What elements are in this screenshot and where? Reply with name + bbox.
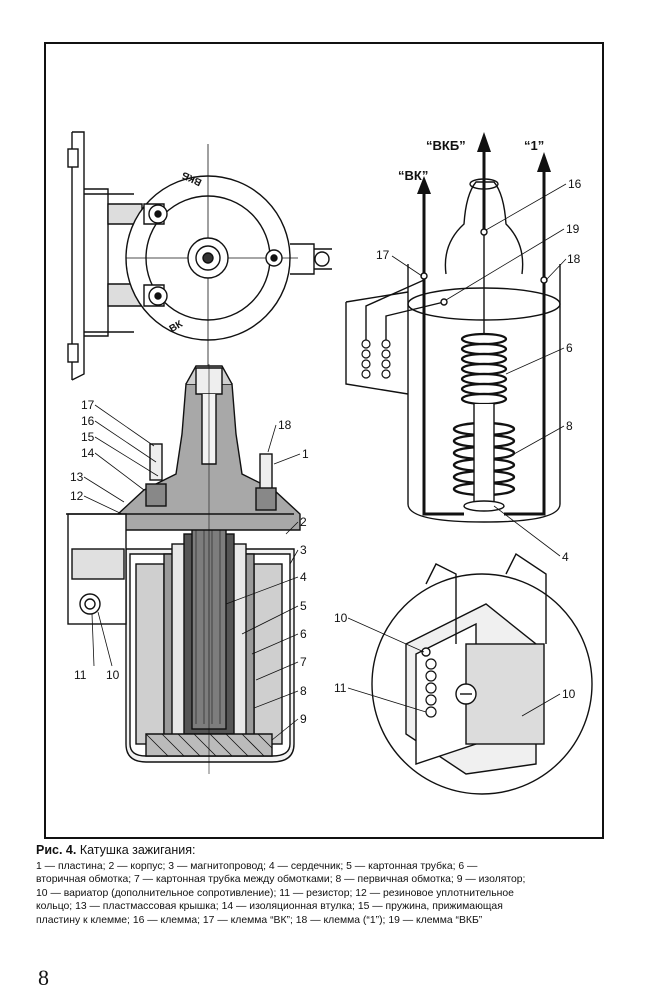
legend-line-2: вторичная обмотка; 7 — картонная трубка … [36, 874, 526, 885]
ignition-coil-drawing: ВКБ ВК [66, 131, 593, 795]
callout-5: 5 [300, 599, 307, 613]
page-number: 8 [38, 965, 49, 990]
callout-1: 1 [302, 447, 309, 461]
callout-10: 10 [106, 668, 120, 682]
detail-callout-10-left: 10 [334, 611, 348, 625]
callout-6: 6 [300, 627, 307, 641]
schematic-callout-6: 6 [566, 341, 573, 355]
callout-15: 15 [81, 430, 95, 444]
schematic-callout-17: 17 [376, 248, 390, 262]
schematic-callout-4: 4 [562, 550, 569, 564]
detail-callout-10-right: 10 [562, 687, 576, 701]
callout-16: 16 [81, 414, 95, 428]
detail-leader-lines [347, 617, 561, 717]
legend-line-5: пластину к клемме; 16 — клемма; 17 — кле… [36, 914, 483, 926]
schematic-callout-8: 8 [566, 419, 573, 433]
legend-line-4: кольцо; 13 — пластмассовая крышка; 14 — … [36, 901, 503, 912]
callout-9: 9 [300, 712, 307, 726]
callout-12: 12 [70, 489, 84, 503]
callout-13: 13 [70, 470, 84, 484]
coil-schematic [345, 132, 561, 523]
schematic-leader-lines [391, 183, 567, 557]
legend-line-1: 1 — пластина; 2 — корпус; 3 — магнитопро… [36, 860, 478, 872]
terminal-label-vk: “ВК” [398, 168, 428, 183]
figure-title: Катушка зажигания: [79, 843, 196, 857]
callout-4: 4 [300, 570, 307, 584]
callout-3: 3 [300, 543, 307, 557]
caption-title: Рис. 4. Катушка зажигания: [36, 843, 603, 858]
schematic-callout-19: 19 [566, 222, 580, 236]
detail-callout-11: 11 [334, 681, 347, 695]
callout-8: 8 [300, 684, 307, 698]
schematic-callouts: 16 19 17 18 6 8 4 [376, 177, 582, 564]
figure-caption: Рис. 4. Катушка зажигания: 1 — пластина;… [36, 843, 603, 927]
terminal-label-1: “1” [524, 138, 544, 153]
section-leader-lines [83, 404, 301, 741]
callout-7: 7 [300, 655, 307, 669]
legend-line-3: 10 — вариатор (дополнительное сопротивле… [36, 887, 514, 899]
schematic-callout-18: 18 [567, 252, 581, 266]
section-callouts: 17 16 15 14 13 12 11 10 18 1 2 3 4 5 6 7… [70, 398, 309, 726]
callout-14: 14 [81, 446, 95, 460]
coil-cross-section [66, 364, 301, 774]
figure-label: Рис. 4. [36, 843, 77, 857]
callout-17: 17 [81, 398, 95, 412]
schematic-callout-16: 16 [568, 177, 582, 191]
terminal-labels: “ВКБ” “ВК” “1” [398, 138, 544, 183]
callout-2: 2 [300, 515, 307, 529]
coil-top-view: ВКБ ВК [67, 131, 332, 381]
figure-frame: ВКБ ВК [44, 42, 604, 839]
detail-callouts: 10 11 10 [334, 611, 576, 701]
terminal-label-vkb: “ВКБ” [426, 138, 466, 153]
callout-11: 11 [74, 668, 87, 682]
variator-detail [371, 552, 593, 795]
callout-18: 18 [278, 418, 292, 432]
